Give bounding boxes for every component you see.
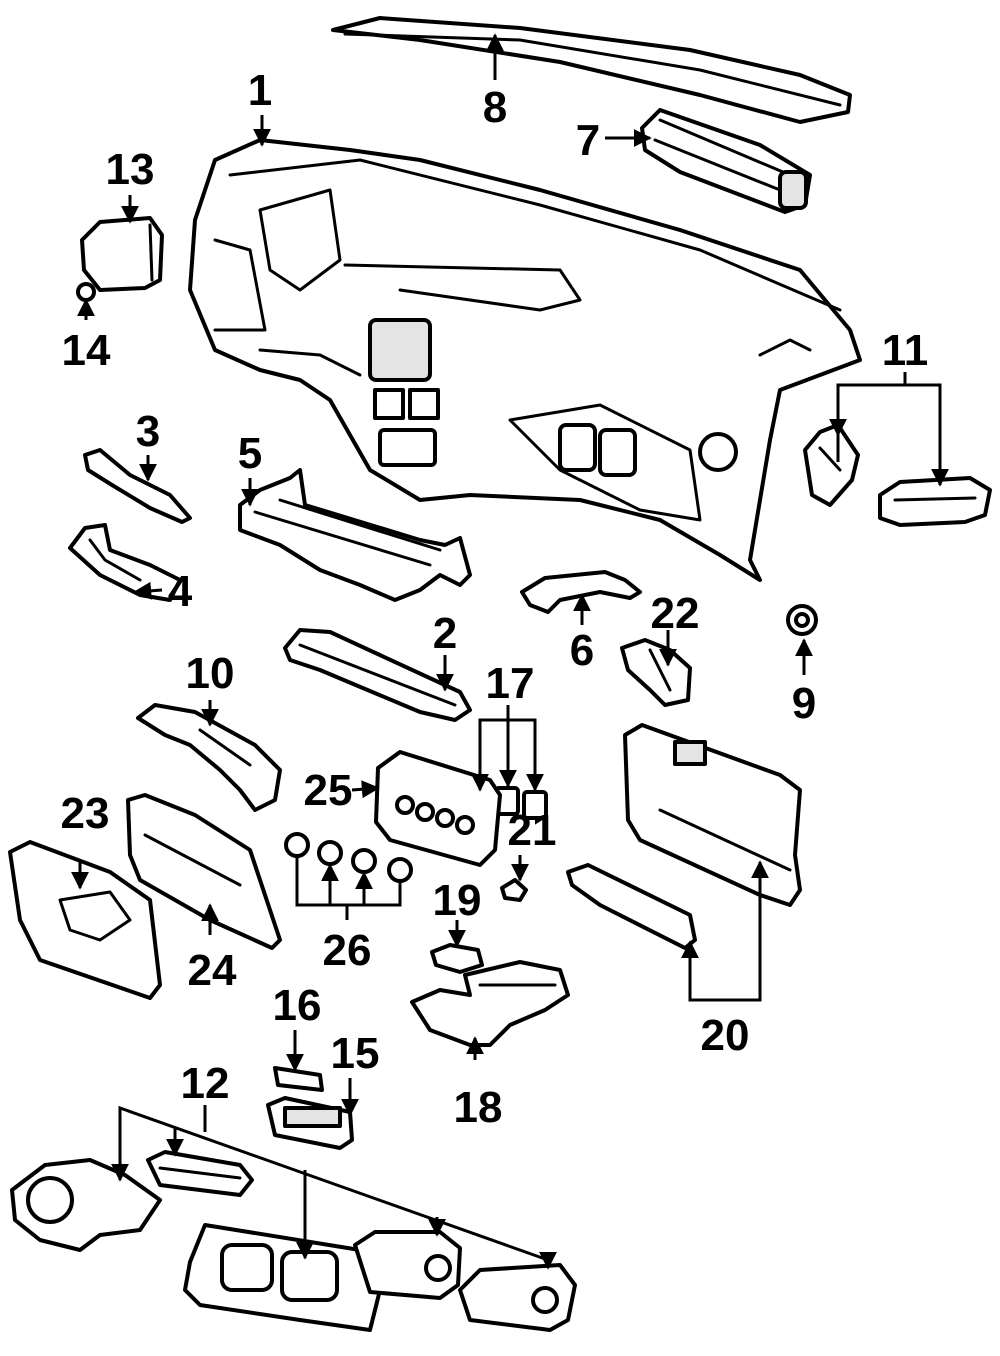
part-glove-box — [623, 723, 802, 907]
part-vent-right — [458, 1263, 577, 1332]
callout-17: 17 — [486, 659, 535, 708]
part-ashtray — [410, 960, 570, 1047]
part-outer-vent-right — [878, 476, 992, 527]
part-bracket — [520, 570, 642, 614]
part-knee-bolster — [8, 840, 162, 1000]
part-reinforcement — [238, 468, 472, 602]
callout-19: 19 — [433, 876, 482, 925]
part-button — [430, 943, 484, 974]
part-lower-panel — [283, 628, 472, 722]
part-defroster-duct — [640, 108, 812, 214]
callout-9: 9 — [792, 679, 816, 728]
part-small-trim — [273, 1066, 324, 1092]
callout-23: 23 — [61, 789, 110, 838]
callout-2: 2 — [433, 609, 457, 658]
callout-15: 15 — [331, 1029, 380, 1078]
callout-16: 16 — [273, 981, 322, 1030]
part-climate-control — [374, 750, 502, 867]
part-screw — [76, 282, 96, 302]
callout-24: 24 — [188, 946, 237, 995]
part-outer-vent-left — [803, 423, 860, 507]
callout-14: 14 — [62, 326, 111, 375]
callout-18: 18 — [454, 1083, 503, 1132]
callout-7: 7 — [576, 116, 600, 165]
callout-11: 11 — [882, 326, 929, 375]
callout-3: 3 — [136, 407, 160, 456]
callout-13: 13 — [106, 145, 155, 194]
part-airbag-module — [80, 216, 164, 292]
part-clip — [500, 878, 528, 902]
callout-6: 6 — [570, 626, 594, 675]
callout-26: 26 — [323, 926, 372, 975]
part-instrument-panel — [188, 138, 862, 582]
part-latch — [620, 638, 692, 707]
part-glove-box-door — [566, 863, 697, 950]
part-center-vent — [146, 1150, 254, 1197]
part-grommet — [786, 604, 818, 636]
part-vent-left — [353, 1230, 462, 1300]
callout-22: 22 — [651, 589, 700, 638]
callout-12: 12 — [181, 1059, 230, 1108]
callout-labels: 1 2 3 4 5 6 7 8 9 10 11 12 13 14 15 16 1… — [61, 66, 929, 1132]
part-defroster-panel — [331, 16, 852, 124]
callout-25: 25 — [304, 766, 353, 815]
callout-1: 1 — [248, 66, 272, 115]
callout-4: 4 — [168, 567, 193, 616]
leader-lines — [71, 33, 949, 1270]
callout-20: 20 — [701, 1011, 750, 1060]
part-pocket — [266, 1096, 354, 1150]
part-column-opening-cover — [126, 793, 282, 950]
part-trim-strip — [83, 448, 192, 524]
callout-10: 10 — [186, 649, 235, 698]
part-center-trim — [10, 1158, 162, 1252]
callout-21: 21 — [508, 806, 557, 855]
part-knobs — [284, 832, 413, 883]
part-column-cover — [136, 703, 282, 812]
part-column-trim — [68, 523, 182, 602]
callout-8: 8 — [483, 83, 507, 132]
callout-5: 5 — [238, 429, 262, 478]
part-center-bezel — [183, 1223, 382, 1332]
